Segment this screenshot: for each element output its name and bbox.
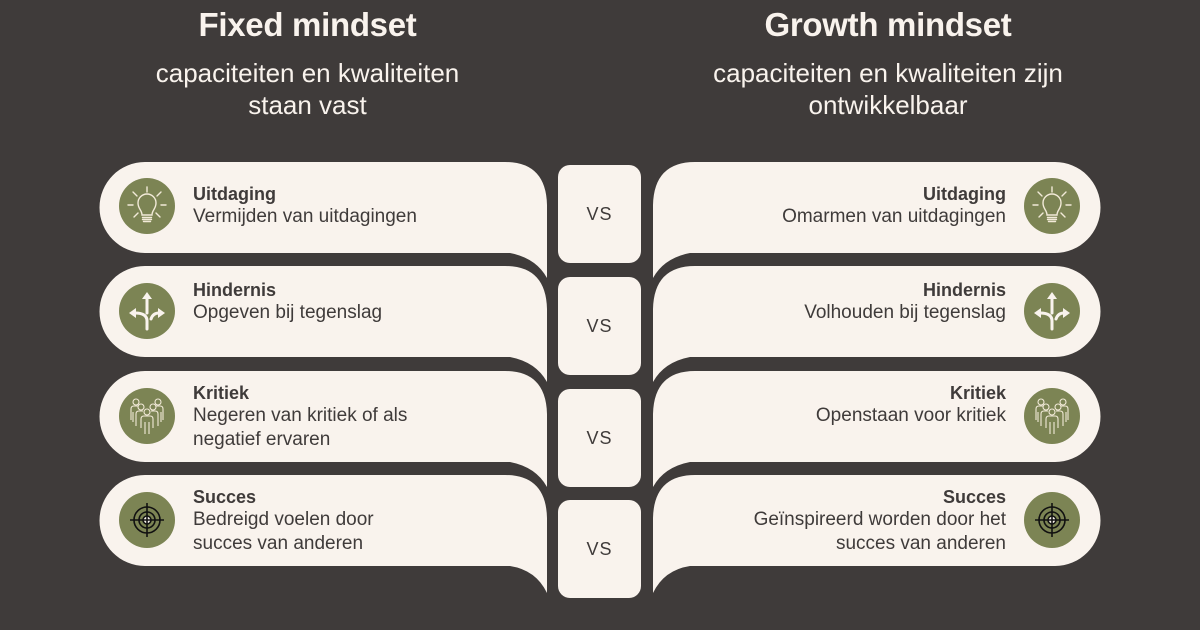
lightbulb-icon [1024,178,1080,234]
growth-row-succes: Succes Geïnspireerd worden door het succ… [676,486,1006,556]
vs-box-3: VS [558,389,641,487]
row-description: Volhouden bij tegenslag [804,302,1006,323]
vs-label: VS [586,427,613,448]
vs-label: VS [586,538,613,559]
fixed-subtitle-line2: staan vast [248,90,367,120]
growth-row-uitdaging: Uitdaging Omarmen van uitdagingen [676,183,1006,229]
vs-label: VS [586,203,613,224]
fixed-row-hindernis: Hindernis Opgeven bij tegenslag [193,279,523,325]
row-description: Openstaan voor kritiek [815,405,1006,426]
lightbulb-icon [119,178,175,234]
fixed-mindset-title: Fixed mindset [198,6,417,43]
fixed-mindset-subtitle: capaciteiten en kwaliteiten staan vast [15,57,600,121]
growth-row-kritiek: Kritiek Openstaan voor kritiek [676,382,1006,428]
row-description-cont: negatief ervaren [193,429,331,450]
fixed-row-uitdaging: Uitdaging Vermijden van uitdagingen [193,183,523,229]
fixed-row-succes: Succes Bedreigd voelen door succes van a… [193,486,523,556]
row-title: Uitdaging [923,184,1006,204]
growth-card-1 [653,162,1101,278]
row-title: Hindernis [922,280,1006,300]
growth-subtitle-line1: capaciteiten en kwaliteiten zijn [713,58,1063,88]
growth-mindset-title: Growth mindset [764,6,1012,43]
row-title: Succes [942,487,1006,507]
growth-card-4 [653,475,1101,593]
fixed-card-4 [99,475,548,593]
row-description: Vermijden van uitdagingen [193,206,417,227]
row-title: Hindernis [193,280,277,300]
split-arrows-icon [119,283,175,339]
vs-box-1: VS [558,165,641,263]
row-description: Negeren van kritiek of als [193,405,408,426]
row-description-cont: succes van anderen [835,533,1006,554]
group-people-icon [119,388,175,444]
growth-mindset-subtitle: capaciteiten en kwaliteiten zijn ontwikk… [576,57,1200,121]
target-icon [119,492,175,548]
row-description-cont: succes van anderen [193,533,364,554]
vs-label: VS [586,315,613,336]
growth-row-hindernis: Hindernis Volhouden bij tegenslag [676,279,1006,325]
row-title: Succes [193,487,257,507]
row-description: Opgeven bij tegenslag [193,302,383,323]
fixed-card-1 [99,162,548,278]
target-icon [1024,492,1080,548]
vs-box-4: VS [558,500,641,598]
growth-subtitle-line2: ontwikkelbaar [808,90,968,120]
fixed-subtitle-line1: capaciteiten en kwaliteiten [155,58,460,88]
group-people-icon [1024,388,1080,444]
row-description: Omarmen van uitdagingen [782,206,1006,227]
row-title: Uitdaging [193,184,276,204]
fixed-card-3 [99,371,548,487]
growth-card-2 [653,266,1101,382]
row-description: Geïnspireerd worden door het [753,509,1006,530]
row-title: Kritiek [193,383,250,403]
growth-card-3 [653,371,1101,487]
fixed-row-kritiek: Kritiek Negeren van kritiek of als negat… [193,382,523,452]
fixed-card-2 [99,266,548,382]
row-description: Bedreigd voelen door [193,509,374,530]
row-title: Kritiek [949,383,1006,403]
vs-box-2: VS [558,277,641,375]
split-arrows-icon [1024,283,1080,339]
